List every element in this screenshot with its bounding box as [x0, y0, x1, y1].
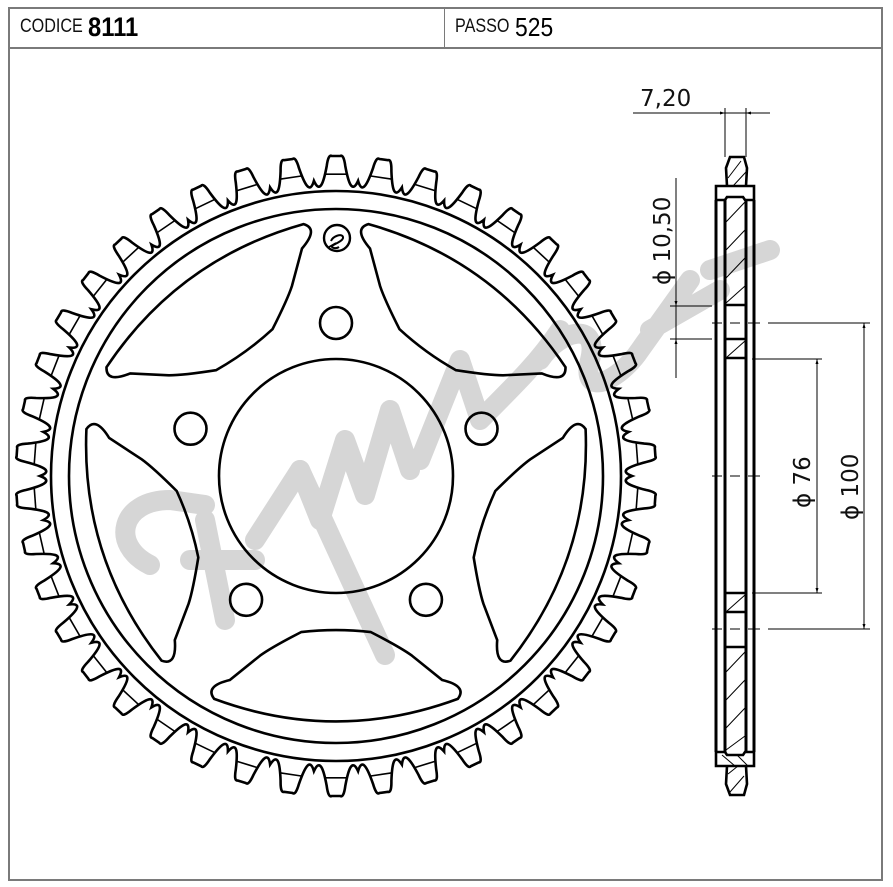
dimension-thickness	[633, 108, 770, 157]
spoke-window	[472, 422, 588, 663]
spoke-window	[359, 222, 567, 379]
spoke-window	[210, 628, 462, 723]
spoke-window	[84, 422, 200, 663]
bolt-circle-diameter-label: ϕ 100	[838, 454, 864, 520]
centerlines	[712, 322, 760, 630]
title-block: CODICE 8111 PASSO 525	[8, 7, 883, 49]
bolt-hole	[173, 411, 208, 447]
dimension-bolt-hole	[670, 178, 712, 378]
pitch-value: 525	[515, 11, 554, 42]
bolt-hole	[228, 582, 264, 618]
code-cell: CODICE 8111	[8, 7, 445, 47]
inner-ring	[67, 207, 605, 745]
code-value: 8111	[87, 11, 139, 42]
sprocket-front-view	[14, 154, 658, 798]
sprocket-teeth-outline	[14, 154, 658, 798]
sprocket-side-section	[712, 155, 760, 797]
drawing-frame	[8, 7, 883, 881]
dimension-hub	[752, 358, 822, 594]
pitch-cell: PASSO 525	[445, 7, 881, 47]
bolt-hole-diameter-label: ϕ 10,50	[650, 197, 676, 285]
spoke-window	[105, 222, 313, 379]
thickness-label: 7,20	[640, 86, 691, 112]
dimension-bolt-circle	[768, 322, 870, 630]
code-label: CODICE	[20, 16, 83, 37]
outer-ring	[49, 189, 623, 763]
bolt-hole	[318, 305, 354, 341]
hub-bore	[217, 357, 455, 595]
hub-diameter-label: ϕ 76	[790, 456, 816, 508]
pitch-label: PASSO	[455, 16, 510, 37]
bolt-hole	[408, 582, 444, 618]
bolt-hole	[464, 411, 499, 447]
section-hatching	[725, 201, 746, 751]
e-logo-icon	[322, 223, 352, 253]
